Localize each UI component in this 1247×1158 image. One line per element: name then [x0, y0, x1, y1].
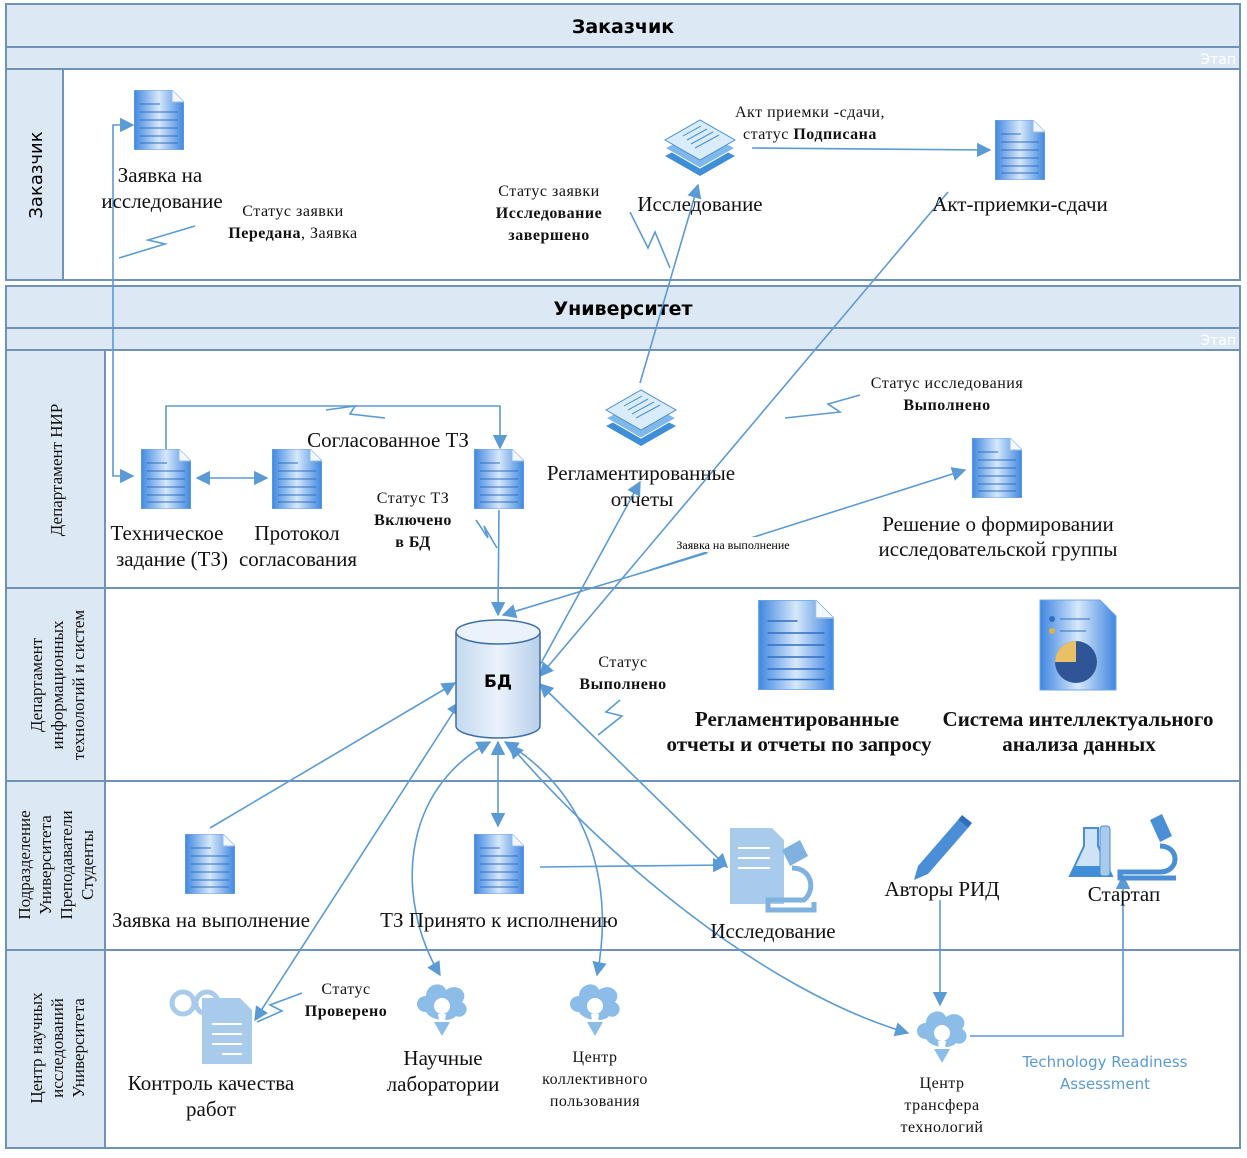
document-icon: [995, 120, 1045, 180]
connector-db-labs: [411, 741, 492, 977]
node-request-exec: Заявка на выполнение: [112, 908, 310, 932]
database-icon: БД: [455, 619, 541, 739]
connector-quality-db: [254, 700, 461, 1022]
pool-customer: Заказчик Этап Заказчик: [5, 3, 1241, 281]
connector-research-act: [751, 142, 992, 158]
pencil-icon: [914, 815, 972, 880]
connector-decision: [649, 467, 967, 571]
annotation-request-exec: Заявка на выполнение: [676, 538, 789, 552]
connector-request-tz: [112, 117, 135, 484]
document-icon: [972, 438, 1022, 498]
research-microscope-icon: [730, 828, 817, 913]
connectors: [112, 117, 1131, 1037]
annotation-act-signed: Акт приемки -сдачи,статус Подписана: [735, 104, 885, 143]
annotation-zigzag: [475, 519, 498, 549]
lab-flask-icon: [1068, 814, 1178, 881]
annotation-zigzag: [784, 394, 861, 419]
annotation-zigzag: [256, 992, 303, 1023]
annotation-zigzag: [118, 225, 196, 259]
connector-tz-research: [539, 857, 728, 873]
document-icon: [185, 834, 235, 894]
node-db: БД: [484, 672, 512, 692]
node-startup: Стартап: [1088, 882, 1160, 906]
connector-db-reports: [539, 480, 641, 666]
document-icon: [474, 834, 524, 894]
node-research-bottom: Исследование: [710, 919, 835, 943]
document-icon: [141, 449, 191, 509]
document-icon: [474, 449, 524, 509]
node-tz-accepted: ТЗ Принято к исполнению: [380, 908, 618, 932]
connector-tz-db: [490, 509, 506, 617]
pool-title: Университет: [553, 298, 692, 320]
document-icon: [758, 600, 834, 690]
report-chart-icon: [1039, 599, 1117, 691]
lane-label-nir: Департамент НИР: [47, 404, 66, 537]
pool-title: Заказчик: [572, 16, 674, 38]
document-icon: [272, 449, 322, 509]
node-agreed-tz: Согласованное ТЗ: [307, 428, 469, 452]
lane-label-customer: Заказчик: [26, 131, 47, 218]
connector-agreed-tz: [165, 405, 508, 450]
stage-label: Этап: [1200, 52, 1236, 68]
node-act: Акт-приемки-сдачи: [932, 192, 1108, 216]
stage-label: Этап: [1200, 333, 1236, 349]
node-research-top: Исследование: [637, 192, 762, 216]
annotation-zigzag: [629, 211, 671, 269]
document-icon: [134, 90, 184, 150]
glasses-document-icon: [169, 989, 252, 1064]
node-authors: Авторы РИД: [885, 877, 1000, 901]
connector-reports-research: [639, 183, 702, 384]
connector-transfer-startup: [970, 874, 1131, 1037]
connector-db-act: [539, 191, 949, 678]
annotation-zigzag: [325, 404, 386, 419]
connector-db-transfer: [509, 743, 910, 1037]
